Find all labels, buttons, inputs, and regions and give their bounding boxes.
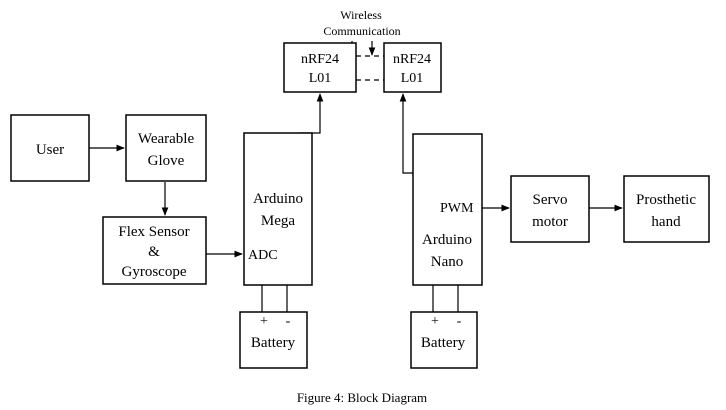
servo-motor-label-line2: motor (532, 214, 568, 230)
battery-left-block: + - Battery (239, 311, 308, 369)
arduino-nano-label-line1: Arduino (422, 232, 472, 248)
figure-caption: Figure 4: Block Diagram (297, 390, 427, 405)
adc-label: ADC (248, 248, 278, 263)
arduino-nano-label-line2: Nano (431, 254, 464, 270)
wireless-label-line1: Wireless (340, 8, 382, 22)
arduino-nano-block: PWM Arduino Nano (412, 133, 483, 286)
wearable-glove-block: Wearable Glove (125, 114, 207, 182)
arduino-mega-label-line2: Mega (261, 213, 295, 229)
connectors (89, 41, 623, 312)
wireless-communication-label: Wireless Communication (323, 8, 400, 38)
battery-left-plus: + (260, 314, 268, 329)
nrf24-left-label-line1: nRF24 (301, 52, 339, 67)
arduino-mega-block: Arduino Mega ADC (243, 132, 313, 286)
flex-sensor-label-line2: & (148, 244, 160, 260)
nrf24-right-label-line1: nRF24 (393, 52, 431, 67)
nrf24-left-label-line2: L01 (309, 71, 332, 86)
flex-sensor-block: Flex Sensor & Gyroscope (102, 216, 207, 285)
prosthetic-hand-label-line1: Prosthetic (636, 192, 696, 208)
nrf24-left-block: nRF24 L01 (283, 42, 357, 93)
user-label: User (36, 142, 64, 158)
pwm-label: PWM (440, 201, 474, 216)
flex-sensor-label-line1: Flex Sensor (118, 224, 189, 240)
arrow-mega-to-nrf-left (299, 93, 324, 134)
prosthetic-hand-block: Prosthetic hand (623, 175, 710, 243)
wearable-glove-label-line1: Wearable (138, 131, 195, 147)
user-block: User (10, 114, 90, 182)
servo-motor-label-line1: Servo (533, 192, 568, 208)
flex-sensor-label-line3: Gyroscope (122, 264, 187, 280)
wearable-glove-label-line2: Glove (148, 153, 185, 169)
battery-right-plus: + (431, 314, 439, 329)
battery-left-minus: - (286, 314, 291, 329)
servo-motor-block: Servo motor (510, 175, 590, 243)
battery-left-label: Battery (251, 335, 296, 351)
wireless-label-line2: Communication (323, 24, 400, 38)
nrf24-right-block: nRF24 L01 (383, 42, 442, 93)
battery-right-minus: - (457, 314, 462, 329)
nrf24-right-label-line2: L01 (401, 71, 424, 86)
battery-right-label: Battery (421, 335, 466, 351)
arduino-mega-label-line1: Arduino (253, 191, 303, 207)
arrow-nano-to-nrf-right (399, 93, 413, 174)
battery-right-block: + - Battery (410, 311, 478, 369)
prosthetic-hand-label-line2: hand (651, 214, 681, 230)
